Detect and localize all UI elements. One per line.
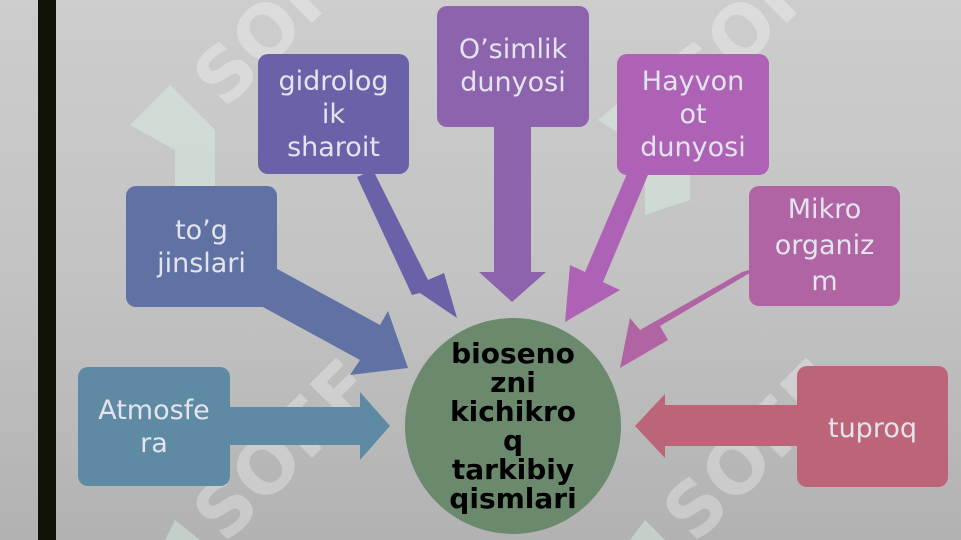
watermark-logo-1 bbox=[130, 85, 215, 205]
arrow-tog-jinslari bbox=[250, 265, 408, 375]
node-atmosfera: Atmosfe ra bbox=[78, 367, 230, 486]
arrow-atmosfera bbox=[225, 392, 390, 460]
arrow-gidrologik-sharoit bbox=[357, 170, 457, 318]
node-tog-jinslari: to’g jinslari bbox=[126, 186, 277, 307]
watermark-logo-4 bbox=[630, 520, 665, 540]
node-tuproq: tuproq bbox=[797, 366, 948, 487]
node-hayvonot-dunyosi: Hayvon ot dunyosi bbox=[617, 54, 769, 175]
node-mikroorganizm: Mikro organiz m bbox=[749, 186, 900, 306]
watermark-logo-3 bbox=[165, 520, 200, 540]
arrow-hayvonot-dunyosi bbox=[565, 162, 650, 322]
center-circle-label: bioseno zni kichikro q tarkibiy qismlari bbox=[405, 318, 621, 534]
arrow-osimlik-dunyosi bbox=[479, 125, 546, 302]
node-gidrologik-sharoit: gidrolog ik sharoit bbox=[258, 54, 409, 174]
node-osimlik-dunyosi: O’simlik dunyosi bbox=[437, 6, 589, 127]
arrow-mikroorganizm bbox=[620, 267, 760, 368]
arrow-tuproq bbox=[635, 394, 800, 458]
left-accent-bar bbox=[38, 0, 56, 540]
